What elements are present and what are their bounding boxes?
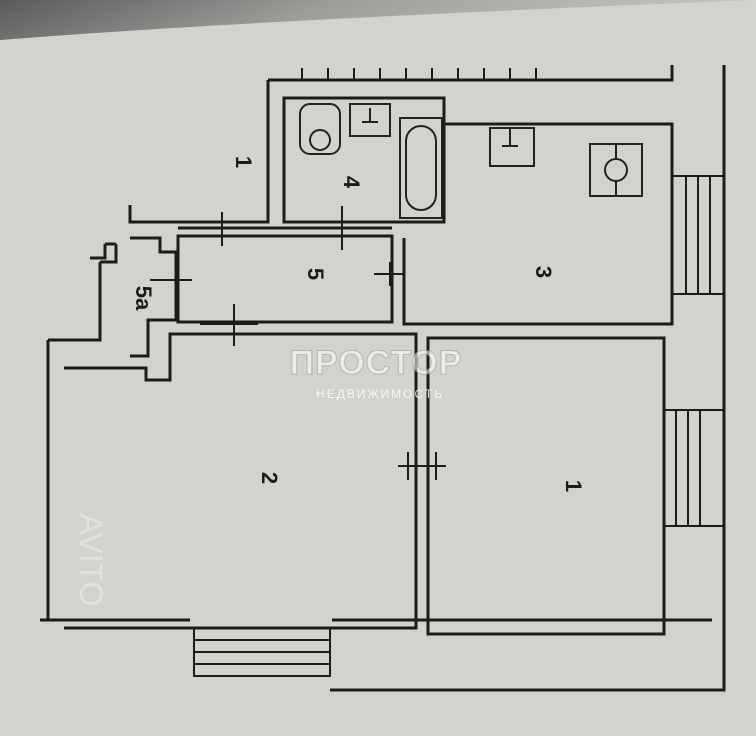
kitchen-sink-icon [489, 127, 535, 167]
toilet-icon [299, 103, 341, 155]
kitchen-window [671, 175, 725, 295]
room-3-walls [402, 122, 674, 326]
room-label-4: 4 [339, 176, 364, 189]
room-label-5a: 5a [131, 286, 156, 311]
doors [150, 206, 446, 480]
room-label-2: 2 [257, 472, 282, 484]
stove-icon [589, 143, 643, 197]
bathtub-icon [399, 117, 443, 219]
room-1-window [663, 409, 725, 527]
watermark-side: AVITO [73, 513, 109, 606]
room-label-1: 1 [561, 480, 586, 492]
room-2-window [193, 627, 331, 677]
room-5a-walls [130, 236, 178, 358]
room-2-walls [64, 332, 418, 630]
top-wall-hatch [301, 68, 537, 80]
room-4-walls [282, 96, 446, 224]
corridor-marker: 1 [231, 156, 256, 168]
watermark-sub: НЕДВИЖИМОСТЬ [316, 387, 444, 401]
sink-icon [349, 103, 391, 137]
room-label-3: 3 [531, 266, 556, 278]
watermark-brand: ПРОСТОР [290, 344, 463, 382]
room-label-5: 5 [303, 268, 328, 280]
